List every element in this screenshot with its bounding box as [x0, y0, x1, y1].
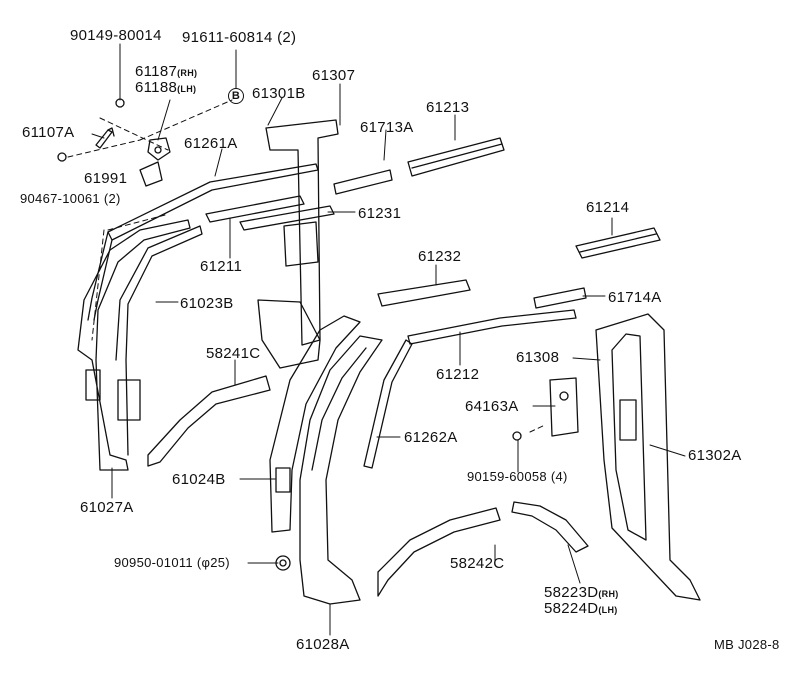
fasteners	[57, 98, 522, 571]
label-61214: 61214	[586, 199, 630, 216]
label-58242c: 58242C	[450, 555, 505, 572]
label-61023b: 61023B	[180, 295, 234, 312]
label-90950-01011: 90950-01011 (φ25)	[114, 555, 230, 570]
circle-b-marker: B	[228, 87, 244, 104]
label-58241c: 58241C	[206, 345, 261, 362]
label-58224d: 58224D(LH)	[544, 601, 618, 616]
part-rail-61713a	[333, 169, 393, 195]
part-rail-61214	[575, 227, 661, 259]
label-90149-80014: 90149-80014	[70, 27, 162, 44]
label-61262a: 61262A	[404, 429, 458, 446]
label-58224d-number: 58224D	[544, 600, 599, 617]
part-arch-58242c	[377, 507, 501, 597]
label-64163a: 64163A	[465, 398, 519, 415]
label-61027a: 61027A	[80, 499, 134, 516]
part-rail-61232	[377, 279, 471, 307]
label-61188-lh-tag: (LH)	[177, 84, 197, 94]
label-61024b: 61024B	[172, 471, 226, 488]
label-58224d-lh-tag: (LH)	[598, 605, 618, 615]
label-90159-60058: 90159-60058 (4)	[467, 469, 568, 484]
part-strip-61262a	[363, 339, 413, 469]
label-61714a: 61714A	[608, 289, 662, 306]
label-61187: 61187(RH)	[135, 64, 197, 79]
label-61231: 61231	[358, 205, 402, 222]
part-center-pillar	[257, 119, 339, 369]
part-rail-61213	[407, 137, 505, 177]
leader-lines	[91, 43, 686, 636]
label-61187-rh-tag: (RH)	[177, 68, 198, 78]
label-61308: 61308	[516, 349, 560, 366]
label-61213: 61213	[426, 99, 470, 116]
label-61107a: 61107A	[22, 124, 75, 141]
part-arch-58223d	[511, 501, 589, 553]
part-roof-bow	[205, 195, 335, 231]
label-61991: 61991	[84, 170, 128, 187]
label-61301b: 61301B	[252, 85, 306, 102]
part-pillar-61028a	[299, 335, 383, 605]
part-pillar-61024b	[269, 315, 361, 533]
label-61212: 61212	[436, 366, 480, 383]
part-front-pillar	[77, 219, 203, 471]
label-58223d: 58223D(RH)	[544, 585, 619, 600]
label-90467-10061: 90467-10061 (2)	[20, 191, 121, 206]
label-61188: 61188(LH)	[135, 80, 196, 95]
bracket-61187	[139, 137, 171, 187]
label-61188-number: 61188	[135, 79, 178, 96]
label-61232: 61232	[418, 248, 462, 265]
bracket-61107a	[95, 127, 115, 149]
part-rail-61212	[407, 309, 577, 345]
label-61307: 61307	[312, 67, 356, 84]
drawing-reference: MB J028-8	[714, 637, 780, 652]
part-arch-58241c	[147, 375, 271, 467]
label-61028a: 61028A	[296, 636, 350, 653]
label-58223d-number: 58223D	[544, 584, 599, 601]
part-bracket-64163a	[549, 377, 579, 437]
label-61211: 61211	[200, 258, 243, 275]
part-rear-quarter	[595, 313, 701, 601]
part-rail-61714a	[533, 287, 587, 309]
label-61261a: 61261A	[184, 135, 238, 152]
label-58223d-rh-tag: (RH)	[598, 589, 619, 599]
label-61302a: 61302A	[688, 447, 742, 464]
label-91611-60814: 91611-60814 (2)	[182, 29, 297, 46]
label-61713a: 61713A	[360, 119, 414, 136]
label-61187-number: 61187	[135, 63, 178, 80]
